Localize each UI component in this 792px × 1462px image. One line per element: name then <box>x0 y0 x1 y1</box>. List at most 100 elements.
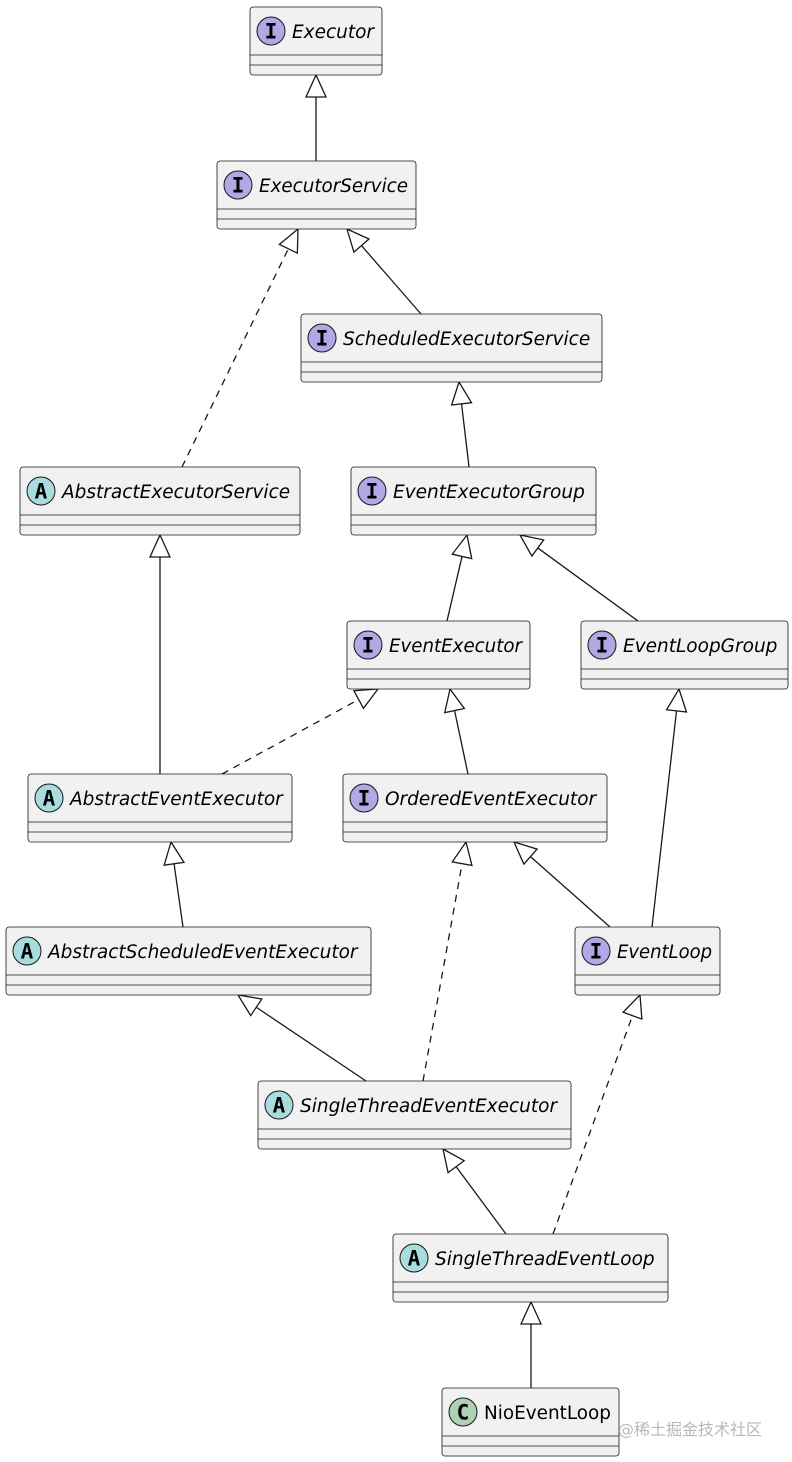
generalization-line <box>453 710 469 775</box>
class-box-executor-service: I ExecutorService <box>216 160 417 230</box>
interface-badge-icon: I <box>357 476 387 506</box>
badge-letter: A <box>408 1247 421 1271</box>
badge-letter: I <box>316 327 329 351</box>
realization-line <box>422 863 463 1082</box>
hollow-arrowhead <box>163 840 186 866</box>
badge-circle <box>26 476 56 506</box>
class-box-frame <box>19 466 301 536</box>
class-box-frame <box>441 1387 620 1457</box>
edge-single-thread-event-executor-to-ordered-event-executor <box>422 840 473 1082</box>
class-name-label: EventExecutor <box>389 636 523 657</box>
generalization-line <box>255 1006 367 1082</box>
class-box-frame <box>342 773 608 843</box>
interface-badge-icon: I <box>223 170 253 200</box>
hollow-arrowhead <box>442 1147 466 1174</box>
class-box-frame <box>346 620 531 690</box>
class-name-label: ScheduledExecutorService <box>343 329 590 350</box>
edge-event-loop-group-to-event-executor-group <box>518 534 639 622</box>
class-box-frame <box>574 926 721 996</box>
hollow-arrowhead <box>450 380 473 406</box>
realization-line <box>221 698 359 775</box>
generalization-line <box>537 547 639 622</box>
generalization-line <box>651 710 678 928</box>
badge-circle <box>399 1243 429 1273</box>
class-name-label: AbstractExecutorService <box>61 482 290 503</box>
badge-circle <box>223 170 253 200</box>
abstract-class-badge-icon: A <box>34 783 64 813</box>
edge-abstract-executor-service-to-executor-service <box>181 227 299 468</box>
edge-single-thread-event-loop-to-single-thread-event-executor <box>442 1147 507 1235</box>
class-name-label: AbstractEventExecutor <box>69 789 284 810</box>
badge-circle <box>12 936 42 966</box>
class-box-frame <box>392 1233 669 1303</box>
class-box-event-loop: I EventLoop <box>574 926 721 996</box>
edge-event-loop-to-event-loop-group <box>651 687 688 928</box>
edge-executor-service-to-executor <box>304 73 328 161</box>
interface-badge-icon: I <box>353 630 383 660</box>
badge-letter: C <box>457 1401 470 1425</box>
class-name-label: OrderedEventExecutor <box>385 789 598 810</box>
badge-letter: I <box>358 787 371 811</box>
hollow-arrowhead <box>621 993 643 1021</box>
hollow-arrowhead <box>665 687 688 713</box>
badge-circle <box>34 783 64 813</box>
badge-letter: I <box>590 940 603 964</box>
badge-letter: A <box>273 1094 286 1118</box>
class-box-frame <box>5 926 372 996</box>
generalization-line <box>360 245 422 315</box>
abstract-class-badge-icon: A <box>12 936 42 966</box>
badge-circle <box>349 783 379 813</box>
hollow-arrowhead <box>451 533 473 560</box>
badge-letter: I <box>232 174 245 198</box>
interface-badge-icon: I <box>307 323 337 353</box>
badge-circle <box>581 936 611 966</box>
interface-badge-icon: I <box>581 936 611 966</box>
class-name-label: SingleThreadEventExecutor <box>300 1096 558 1117</box>
hollow-arrowhead <box>443 687 466 714</box>
badge-letter: I <box>596 634 609 658</box>
hollow-arrowhead <box>304 73 328 98</box>
badge-letter: A <box>43 787 56 811</box>
edge-nio-event-loop-to-single-thread-event-loop <box>519 1300 543 1388</box>
hollow-arrowhead <box>345 227 371 254</box>
class-name-label: EventLoopGroup <box>623 636 777 657</box>
badge-circle <box>307 323 337 353</box>
class-name-label: AbstractScheduledEventExecutor <box>47 942 359 963</box>
realization-line <box>181 248 289 468</box>
class-badge-icon: C <box>448 1397 478 1427</box>
class-box-executor: I Executor <box>249 6 383 76</box>
hollow-arrowhead <box>148 533 172 558</box>
class-name-label: Executor <box>292 22 375 43</box>
hollow-arrowhead <box>518 534 545 558</box>
abstract-class-badge-icon: A <box>264 1090 294 1120</box>
generalization-line <box>173 863 184 928</box>
class-box-frame <box>350 466 597 536</box>
hollow-arrowhead <box>278 227 299 255</box>
class-name-label: EventLoop <box>617 942 712 963</box>
hollow-arrowhead <box>512 840 539 866</box>
interface-badge-icon: I <box>256 16 286 46</box>
edge-abstract-event-executor-to-event-executor <box>221 688 380 775</box>
class-box-abstract-executor-service: A AbstractExecutorService <box>19 466 301 536</box>
class-box-ordered-event-executor: I OrderedEventExecutor <box>342 773 608 843</box>
class-box-frame <box>300 313 603 383</box>
class-box-event-executor: I EventExecutor <box>346 620 531 690</box>
hollow-arrowhead <box>236 994 263 1017</box>
class-box-abstract-scheduled-event-executor: A AbstractScheduledEventExecutor <box>5 926 372 996</box>
abstract-class-badge-icon: A <box>26 476 56 506</box>
abstract-class-badge-icon: A <box>399 1243 429 1273</box>
badge-letter: A <box>35 480 48 504</box>
badge-circle <box>587 630 617 660</box>
class-box-single-thread-event-executor: A SingleThreadEventExecutor <box>257 1080 572 1150</box>
edge-event-executor-to-event-executor-group <box>446 533 473 622</box>
badge-letter: A <box>21 940 34 964</box>
hollow-arrowhead <box>519 1300 543 1325</box>
generalization-line <box>530 856 611 928</box>
class-name-label: ExecutorService <box>259 176 408 197</box>
edge-single-thread-event-loop-to-event-loop <box>552 993 643 1235</box>
edge-event-loop-to-ordered-event-executor <box>512 840 611 928</box>
